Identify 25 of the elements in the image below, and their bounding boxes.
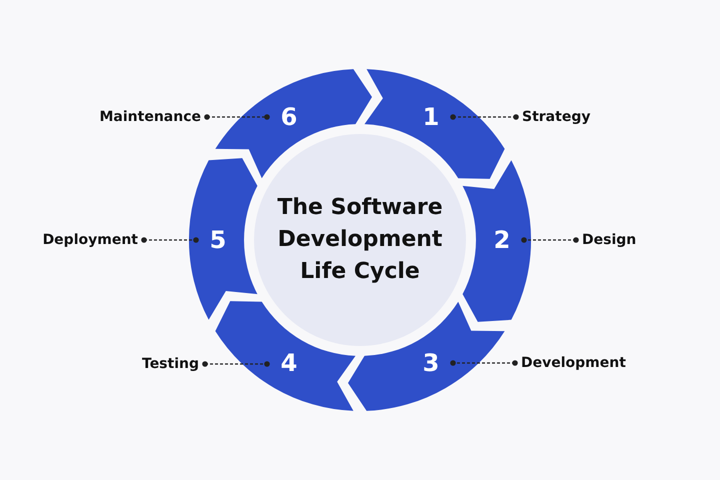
stage-label: Development (515, 353, 632, 373)
step-number: 5 (210, 228, 226, 252)
step-number: 6 (280, 105, 298, 130)
cycle-segment (462, 160, 531, 322)
cycle-segment (215, 69, 373, 179)
leader-line (450, 114, 519, 120)
leader-line (204, 114, 270, 120)
cycle-segment (215, 301, 356, 411)
cycle-segment (364, 69, 505, 179)
leader-line (141, 237, 199, 243)
stage-label: Testing (136, 354, 205, 374)
step-number: 2 (494, 228, 510, 252)
diagram-heading: The Software Development Life Cycle (276, 194, 444, 286)
cycle-segment (189, 158, 258, 320)
step-number: 3 (422, 350, 440, 375)
leader-line (521, 237, 579, 243)
leader-line (450, 360, 518, 366)
stage-label: Maintenance (93, 107, 207, 127)
stage-label: Strategy (516, 107, 596, 127)
stage-label: Deployment (36, 230, 144, 250)
step-number: 4 (280, 350, 298, 375)
stage-label: Design (576, 230, 642, 250)
cycle-segment (347, 301, 505, 411)
leader-line (202, 361, 270, 367)
step-number: 1 (422, 105, 440, 130)
